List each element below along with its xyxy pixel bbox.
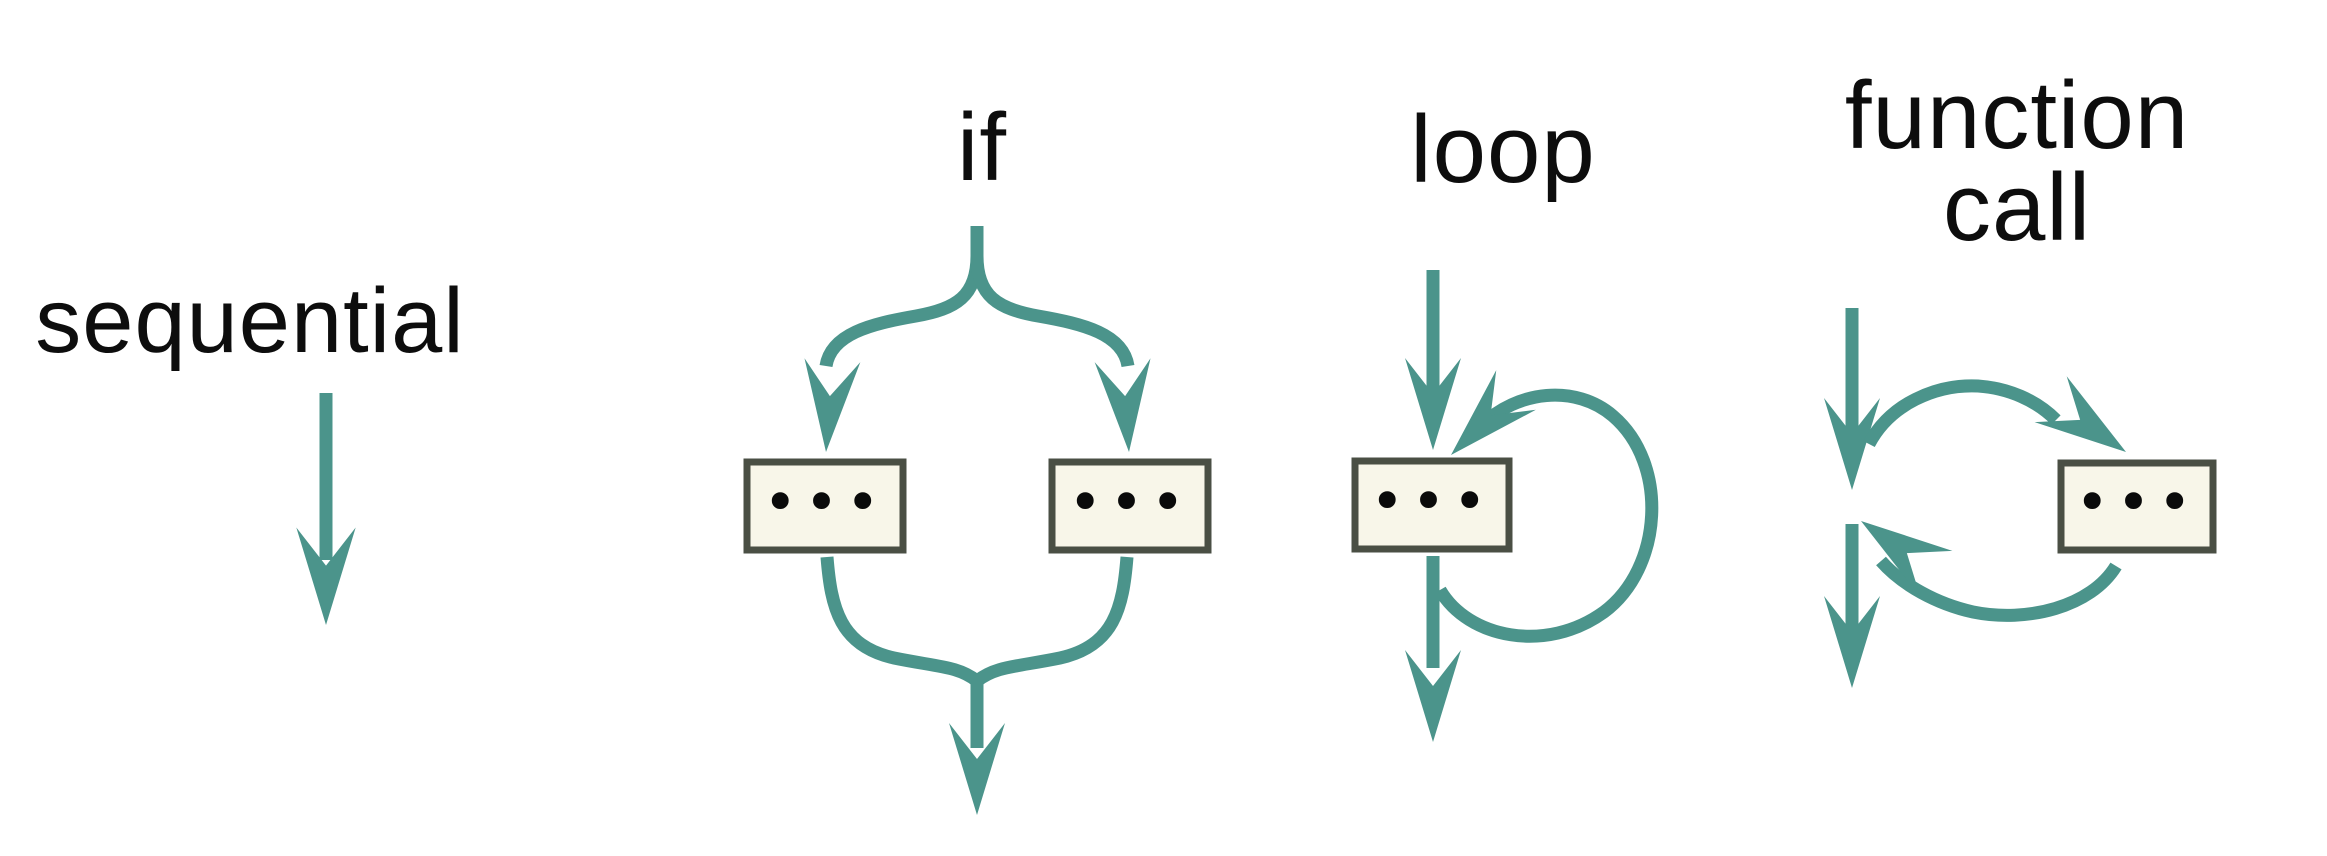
- loop-section: loop •••: [1351, 96, 1659, 742]
- call-arrow: [1863, 376, 2143, 475]
- sequential-label: sequential: [35, 270, 464, 372]
- loop-back-circle-curve: [1434, 388, 1659, 643]
- function-call-section: function call •••: [1824, 62, 2217, 688]
- loop-exit-arrow: [1405, 556, 1461, 742]
- ellipsis-code-placeholder: •••: [1068, 468, 1192, 536]
- ellipsis-code-placeholder: •••: [2075, 468, 2199, 536]
- loop-entry-arrow: [1405, 270, 1461, 450]
- if-merge-right-curve: [972, 556, 1134, 687]
- code-block-box: [1048, 458, 1212, 554]
- return-arrow: [1844, 498, 2122, 622]
- code-block-box: [1351, 457, 1513, 553]
- caller-exit-arrow: [1824, 524, 1880, 688]
- if-section: if ••• •••: [743, 94, 1212, 815]
- sequential-section: sequential: [35, 270, 464, 625]
- if-branch-left-curve: [819, 255, 984, 368]
- if-branch-right-curve: [970, 255, 1135, 368]
- loop-body-block: •••: [1351, 457, 1513, 553]
- if-merge-left-curve: [820, 556, 982, 687]
- if-false-block: •••: [1048, 458, 1212, 554]
- ellipsis-code-placeholder: •••: [763, 468, 887, 536]
- loop-label: loop: [1410, 96, 1596, 203]
- caller-entry-arrow: [1824, 308, 1880, 490]
- if-branch-arrows: [798, 226, 1157, 454]
- loop-back-arrow: [1431, 370, 1659, 643]
- function-body-block: •••: [2057, 459, 2217, 554]
- function-call-label-line2: call: [1943, 154, 2091, 261]
- arrow-head-down-icon: [1094, 358, 1157, 454]
- if-true-block: •••: [743, 458, 907, 554]
- return-curve: [1876, 556, 2122, 622]
- function-call-label-line1: function: [1845, 62, 2189, 169]
- code-block-box: [743, 458, 907, 554]
- arrow-head-down-icon: [798, 358, 861, 454]
- ellipsis-code-placeholder: •••: [1370, 467, 1494, 535]
- if-merge-arrow: [820, 556, 1134, 815]
- call-curve: [1863, 379, 2061, 448]
- code-block-box: [2057, 459, 2217, 554]
- sequential-flow-arrow: [296, 393, 356, 625]
- if-label: if: [957, 94, 1007, 201]
